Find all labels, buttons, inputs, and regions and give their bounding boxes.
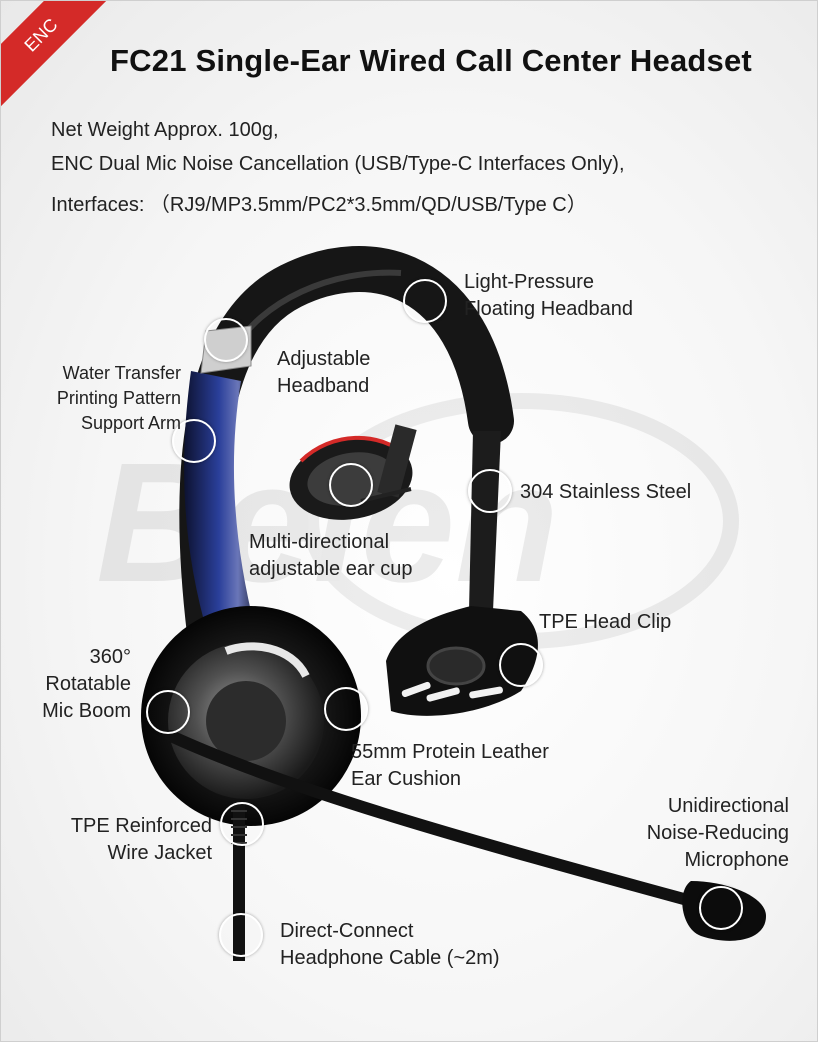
cushion-ring [324,687,368,731]
callout-steel: 304 Stainless Steel [520,481,692,503]
steel-ring [468,469,512,513]
callout-earcup: Multi-directional adjustable ear cup [249,531,413,580]
spec-weight: Net Weight Approx. 100g, [51,119,279,141]
page-title: FC21 Single-Ear Wired Call Center Headse… [110,43,752,78]
jacket-ring [220,802,264,846]
adjust-ring [204,318,248,362]
callout-adjustable: Adjustable Headband [277,348,371,397]
clip-ring [499,643,543,687]
callout-boom: 360° Rotatable Mic Boom [42,646,131,722]
spec-interfaces: Interfaces: （RJ9/MP3.5mm/PC2*3.5mm/QD/US… [51,194,587,216]
callout-arm: Water Transfer Printing Pattern Support … [56,363,181,433]
cable-ring [219,913,263,957]
callout-cushion: 55mm Protein Leather Ear Cushion [351,741,549,790]
callout-jacket: TPE Reinforced Wire Jacket [70,815,212,864]
callout-headband: Light-Pressure Floating Headband [464,271,634,320]
boom-ring [146,690,190,734]
arm-ring [172,419,216,463]
mic-ring [699,886,743,930]
spec-enc: ENC Dual Mic Noise Cancellation (USB/Typ… [51,153,625,175]
earcup-ring [329,463,373,507]
headband-ring [403,279,447,323]
callout-mic: Unidirectional Noise-Reducing Microphone [646,795,789,871]
callout-cable: Direct-Connect Headphone Cable (~2m) [280,920,500,969]
callout-clip: TPE Head Clip [539,611,672,633]
